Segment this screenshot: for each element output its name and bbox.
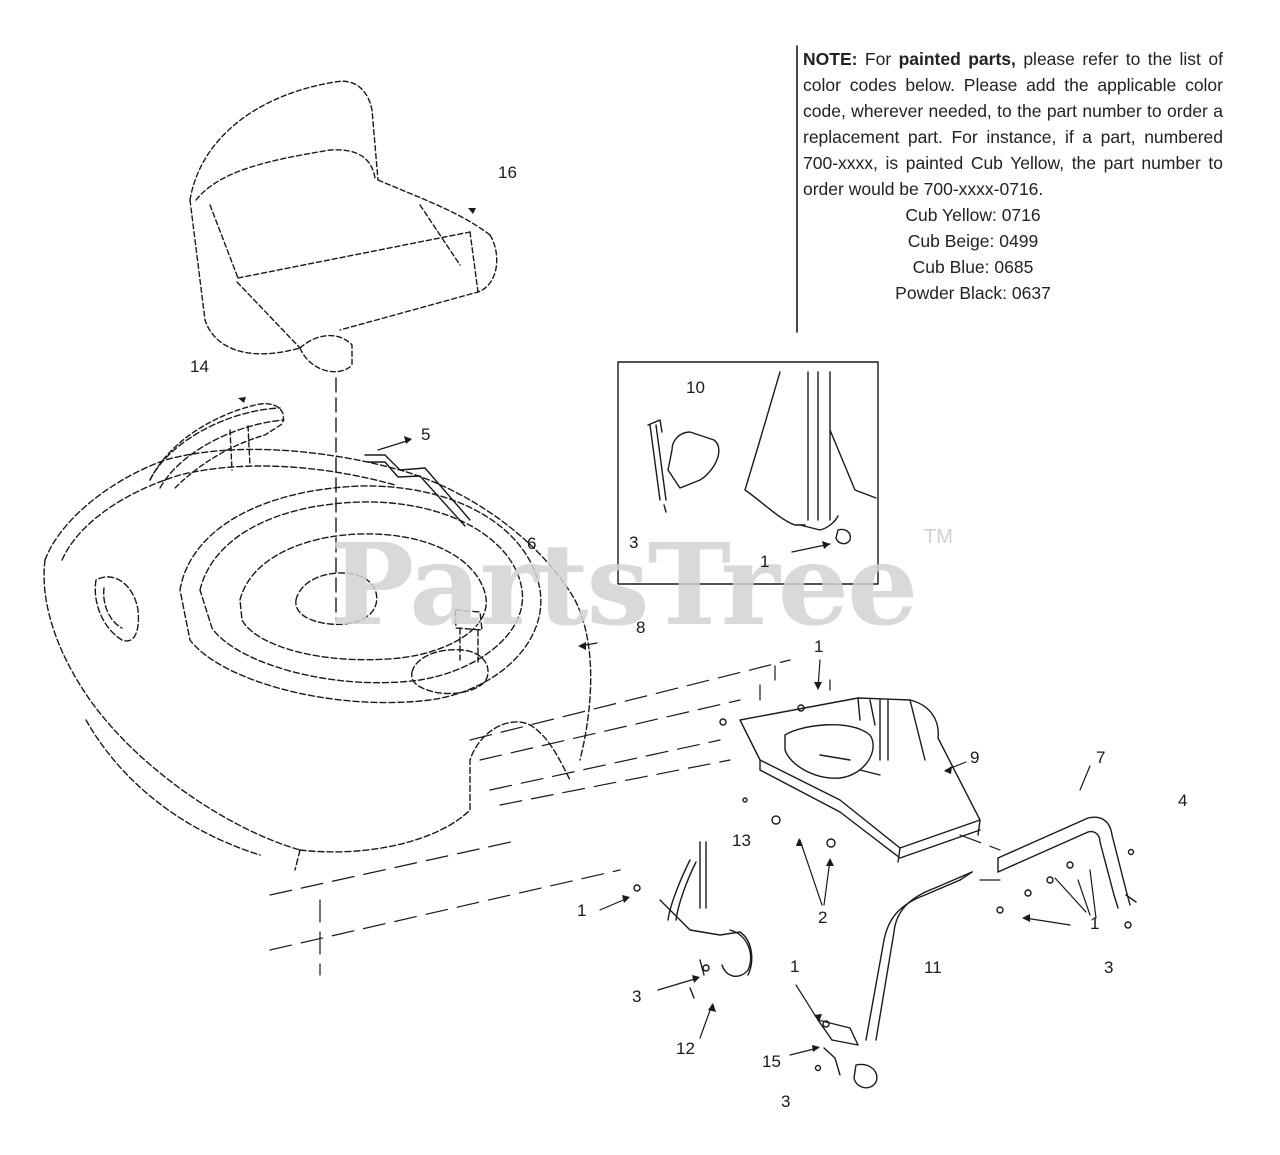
partstree-watermark: PartsTree <box>330 520 918 651</box>
callout-3-inset: 3 <box>629 533 639 552</box>
color-code-item: Cub Beige: 0499 <box>907 231 1039 251</box>
callout-2: 2 <box>818 908 828 927</box>
callout-1-inset: 1 <box>760 552 770 571</box>
callout-8: 8 <box>636 618 646 637</box>
callout-10: 10 <box>686 378 705 397</box>
callout-9: 9 <box>970 748 980 767</box>
callout-1-left: 1 <box>577 901 587 920</box>
tube-part-7 <box>997 816 1137 909</box>
seat-part-16 <box>189 80 498 373</box>
color-code-item: Cub Yellow: 0716 <box>905 205 1041 225</box>
detail-inset-box <box>617 361 879 585</box>
color-code-list: Cub Yellow: 0716 Cub Beige: 0499 Cub Blu… <box>803 202 1143 306</box>
callout-5: 5 <box>421 425 431 444</box>
inset-detail-drawing <box>647 371 877 545</box>
callout-13: 13 <box>732 831 751 850</box>
color-code-item: Powder Black: 0637 <box>895 283 1051 303</box>
painted-parts-note: NOTE: For painted parts, please refer to… <box>803 46 1223 306</box>
callout-1-top: 1 <box>814 637 824 656</box>
callout-12: 12 <box>676 1039 695 1058</box>
rod-part-5 <box>364 454 471 527</box>
color-code-item: Cub Blue: 0685 <box>912 257 1034 277</box>
arm-part-13 <box>659 841 753 999</box>
note-bold-phrase: painted parts, <box>898 49 1016 69</box>
callout-4: 4 <box>1178 791 1188 810</box>
callout-3-left: 3 <box>632 987 642 1006</box>
hardware-fasteners <box>633 704 1135 1072</box>
arrow-inset-1 <box>822 541 830 549</box>
note-body: please refer to the list of color codes … <box>803 49 1223 199</box>
frame-part-9 <box>739 697 981 863</box>
callout-3-right: 3 <box>1104 958 1114 977</box>
alignment-lines <box>269 659 1001 976</box>
callout-11: 11 <box>924 958 942 977</box>
callout-6: 6 <box>527 534 537 553</box>
note-prefix: NOTE: <box>803 49 858 69</box>
body-fender-part-8 <box>43 407 592 871</box>
callout-7: 7 <box>1096 748 1106 767</box>
callout-1-bottom: 1 <box>790 957 800 976</box>
note-paragraph: NOTE: For painted parts, please refer to… <box>803 46 1223 202</box>
leader-lines <box>377 439 1097 1056</box>
trademark-symbol: TM <box>924 526 953 548</box>
tube-part-11 <box>865 871 973 1041</box>
callout-3-bottom: 3 <box>781 1092 791 1111</box>
note-intro: For <box>864 49 892 69</box>
callout-15: 15 <box>762 1052 781 1071</box>
callout-14: 14 <box>190 357 209 376</box>
bracket-part-15 <box>817 1019 878 1089</box>
callout-16: 16 <box>498 163 517 182</box>
leader-arrowheads <box>238 208 1030 1052</box>
handle-part-14 <box>149 403 285 489</box>
callout-1-right: 1 <box>1090 914 1100 933</box>
